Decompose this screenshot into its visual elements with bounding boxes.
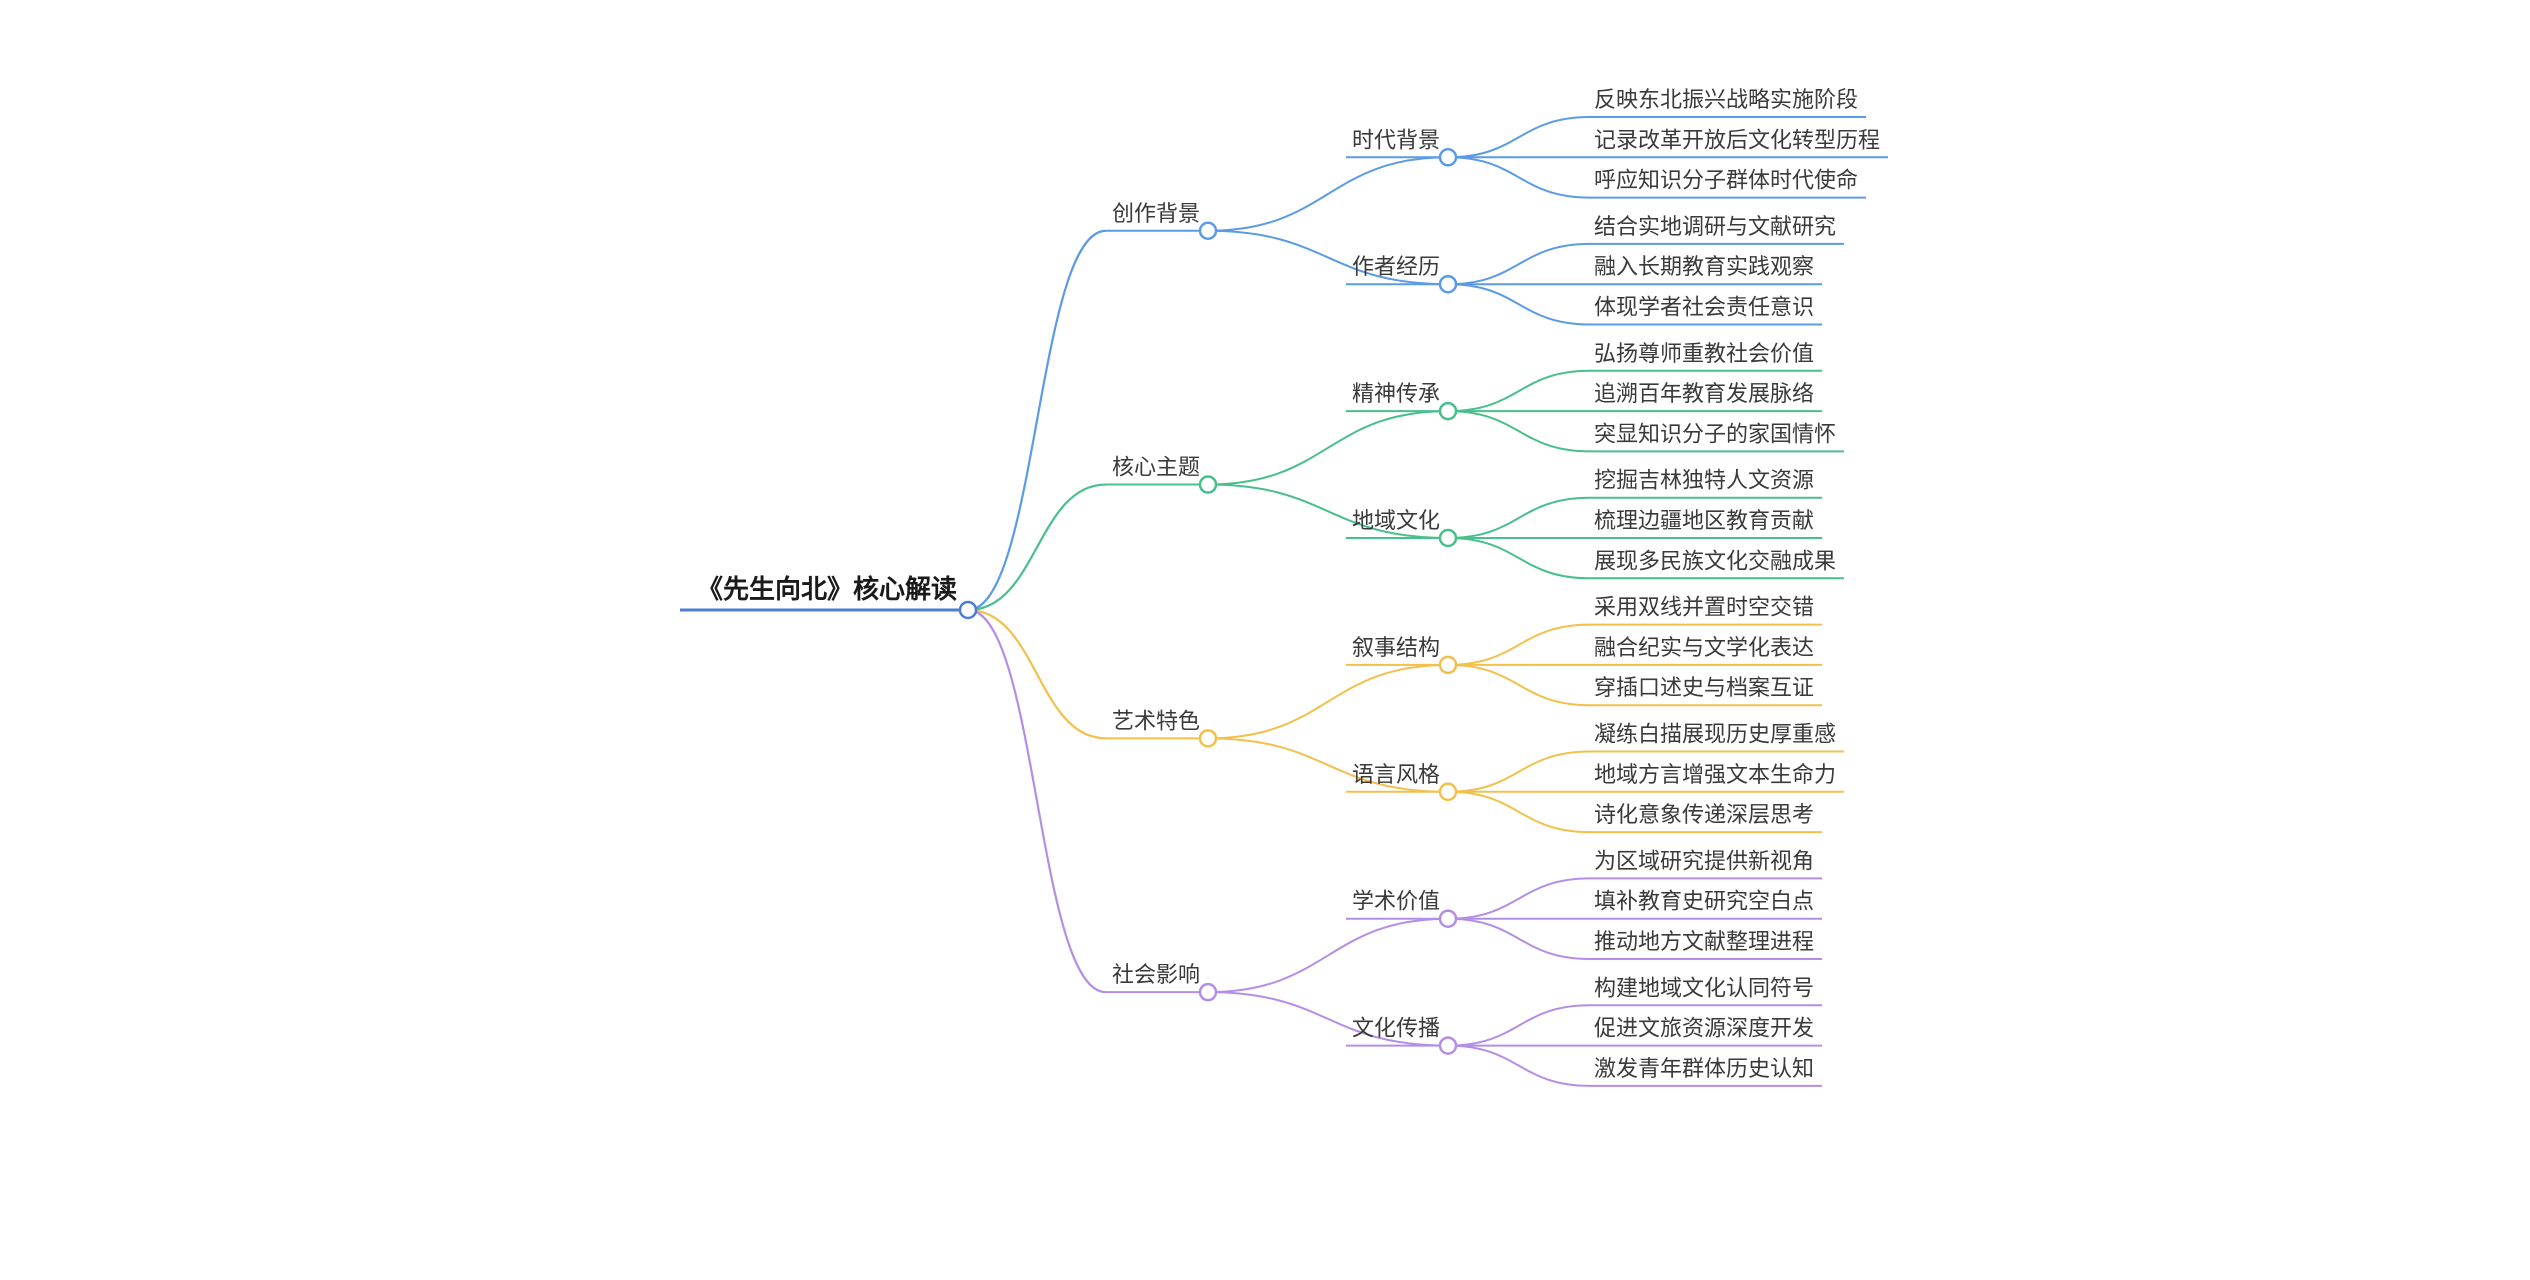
leaf-topic: 突显知识分子的家国情怀 <box>1594 422 1836 447</box>
leaf-connector <box>1447 242 1591 286</box>
subtopic-connector <box>1207 737 1449 793</box>
subtopic-connector <box>1207 917 1449 994</box>
subtopic-node[interactable] <box>1438 782 1458 802</box>
topic-connector <box>967 608 1107 740</box>
leaf-topic: 融入长期教育实践观察 <box>1594 255 1814 280</box>
leaf-topic: 梳理边疆地区教育贡献 <box>1594 509 1814 534</box>
mind-map-links <box>680 116 1889 1087</box>
leaf-topic: 融合纪实与文学化表达 <box>1594 636 1814 661</box>
leaf-connector <box>1447 156 1591 199</box>
leaf-connector <box>1447 790 1591 834</box>
leaf-topic: 呼应知识分子群体时代使命 <box>1594 169 1858 194</box>
subtopic-node[interactable] <box>1438 528 1458 548</box>
leaf-topic: 记录改革开放后文化转型历程 <box>1594 128 1880 153</box>
leaf-topic: 激发青年群体历史认知 <box>1594 1057 1814 1082</box>
root-title: 《先生向北》核心解读 <box>697 574 957 605</box>
subtopic-label: 叙事结构 <box>1352 636 1440 661</box>
subtopic-connector <box>1207 229 1449 286</box>
leaf-connector <box>1447 496 1591 539</box>
subtopic-label: 时代背景 <box>1352 128 1440 153</box>
subtopic-node[interactable] <box>1438 274 1458 294</box>
leaf-connector <box>1447 877 1591 920</box>
subtopic-node[interactable] <box>1438 148 1458 167</box>
leaf-topic: 推动地方文献整理进程 <box>1594 930 1814 955</box>
leaf-connector <box>1447 623 1591 666</box>
leaf-topic: 结合实地调研与文献研究 <box>1594 215 1836 240</box>
leaf-connector <box>1447 1004 1591 1047</box>
subtopic-connector <box>1207 156 1449 232</box>
leaf-topic: 弘扬尊师重教社会价值 <box>1594 342 1814 367</box>
leaf-topic: 填补教育史研究空白点 <box>1594 890 1814 915</box>
leaf-topic: 反映东北振兴战略实施阶段 <box>1594 88 1858 113</box>
topic-label: 社会影响 <box>1112 963 1200 988</box>
leaf-connector <box>1447 369 1591 413</box>
topic-node[interactable] <box>1198 982 1218 1002</box>
topic-label: 艺术特色 <box>1112 709 1200 734</box>
subtopic-label: 文化传播 <box>1352 1017 1440 1042</box>
leaf-topic: 为区域研究提供新视角 <box>1594 849 1814 874</box>
leaf-topic: 体现学者社会责任意识 <box>1594 296 1814 321</box>
leaf-connector <box>1447 537 1591 580</box>
topic-node[interactable] <box>1198 221 1218 240</box>
subtopic-connector <box>1207 410 1449 486</box>
leaf-connector <box>1447 283 1591 326</box>
topic-connector <box>967 483 1107 612</box>
subtopic-node[interactable] <box>1438 1036 1458 1055</box>
subtopic-node[interactable] <box>1438 655 1458 675</box>
subtopic-connector <box>1207 991 1449 1047</box>
topic-node[interactable] <box>1198 475 1218 494</box>
topic-connector <box>967 229 1107 612</box>
subtopic-label: 语言风格 <box>1352 763 1440 788</box>
subtopic-label: 地域文化 <box>1352 509 1440 534</box>
leaf-topic: 诗化意象传递深层思考 <box>1594 803 1814 828</box>
leaf-topic: 穿插口述史与档案互证 <box>1594 676 1814 701</box>
leaf-connector <box>1447 917 1591 960</box>
subtopic-label: 精神传承 <box>1352 382 1440 407</box>
topic-label: 创作背景 <box>1112 202 1200 227</box>
leaf-connector <box>1447 410 1591 453</box>
leaf-topic: 挖掘吉林独特人文资源 <box>1594 469 1814 494</box>
leaf-connector <box>1447 116 1591 159</box>
leaf-topic: 展现多民族文化交融成果 <box>1594 549 1836 574</box>
subtopic-label: 学术价值 <box>1352 890 1440 915</box>
leaf-connector <box>1447 663 1591 707</box>
subtopic-label: 作者经历 <box>1352 255 1440 280</box>
subtopic-node[interactable] <box>1438 909 1458 928</box>
subtopic-connector <box>1207 663 1449 740</box>
topic-label: 核心主题 <box>1112 456 1200 481</box>
leaf-topic: 凝练白描展现历史厚重感 <box>1594 723 1836 748</box>
leaf-topic: 采用双线并置时空交错 <box>1594 596 1814 621</box>
mind-map-nodes: 《先生向北》核心解读 反映东北振兴战略实施阶段记录改革开放后文化转型历程呼应知识分… <box>697 88 1880 1082</box>
topic-node[interactable] <box>1198 729 1218 748</box>
leaf-topic: 地域方言增强文本生命力 <box>1594 763 1836 788</box>
subtopic-node[interactable] <box>1438 401 1458 421</box>
leaf-topic: 构建地域文化认同符号 <box>1594 976 1814 1001</box>
subtopic-connector <box>1207 483 1449 539</box>
topic-connector <box>967 608 1107 994</box>
root-node[interactable] <box>958 600 978 620</box>
leaf-topic: 促进文旅资源深度开发 <box>1594 1017 1814 1042</box>
leaf-connector <box>1447 750 1591 793</box>
leaf-connector <box>1447 1044 1591 1087</box>
leaf-topic: 追溯百年教育发展脉络 <box>1594 382 1814 407</box>
